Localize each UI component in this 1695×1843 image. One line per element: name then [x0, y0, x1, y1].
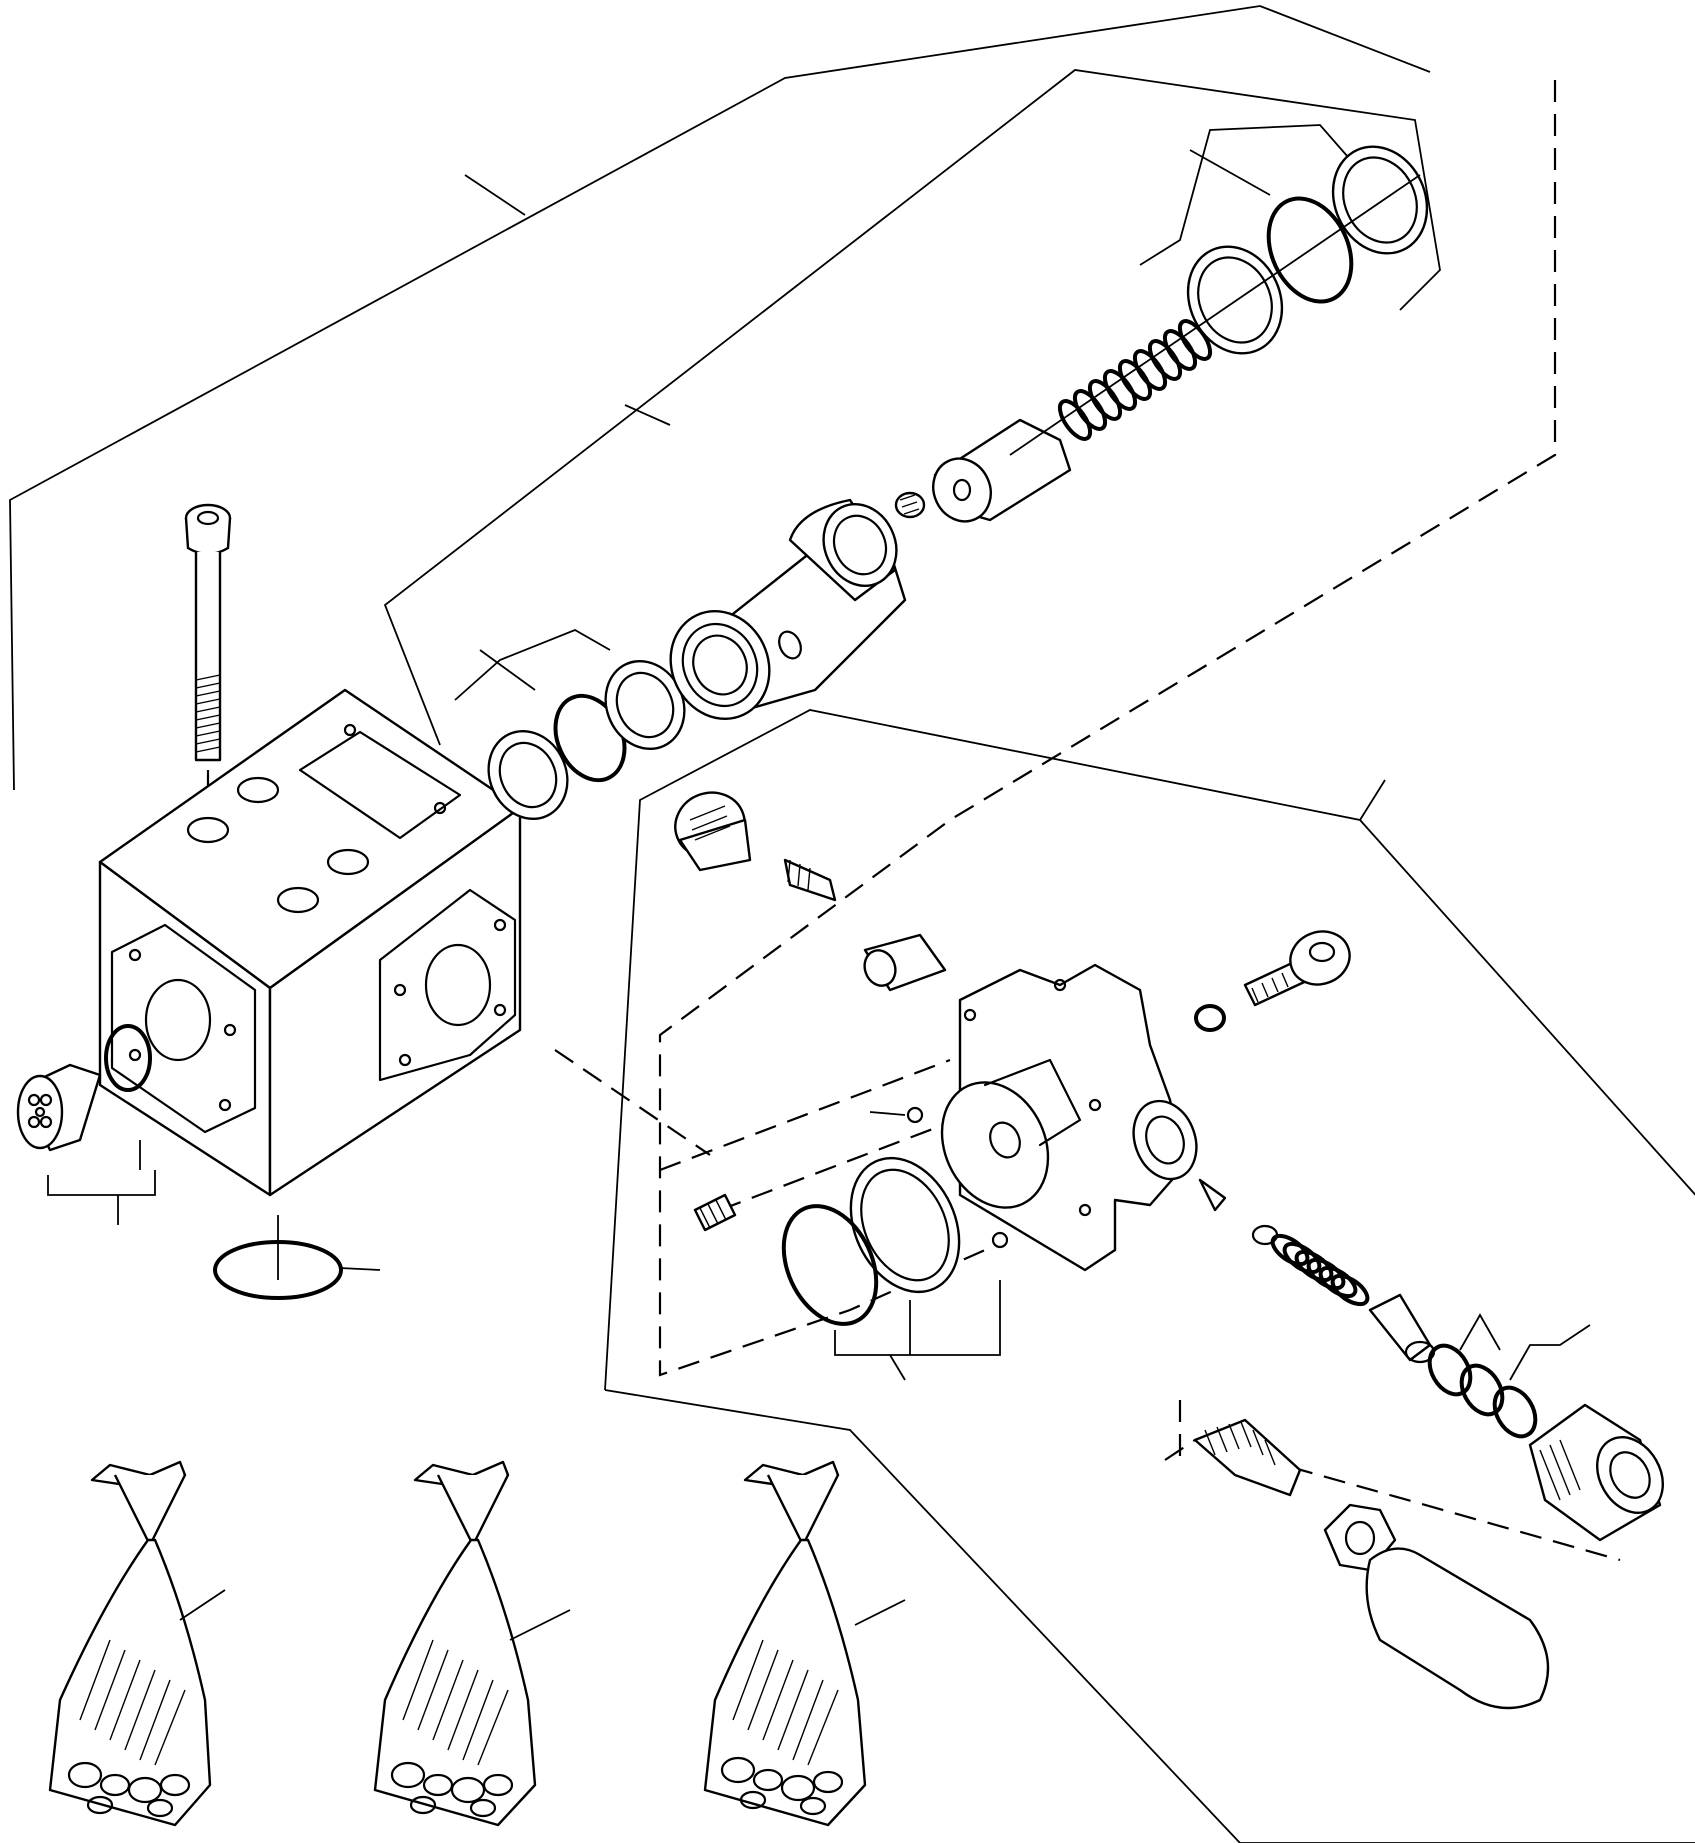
seal-kit-bracket-middle — [455, 630, 610, 700]
relief-housing-seals — [766, 1108, 1007, 1380]
grub-screw — [695, 1195, 735, 1230]
lower-spring — [1268, 1230, 1372, 1309]
relief-bushing — [860, 935, 945, 990]
seal-kit-bag-1 — [50, 1462, 225, 1825]
seal-kit-bracket-upper — [1140, 125, 1355, 265]
side-socket-screw — [1196, 923, 1357, 1030]
valve-assembly-bracket — [385, 70, 1440, 745]
cartridge-seal-rings — [475, 648, 699, 832]
cartridge-body — [653, 492, 909, 735]
adjuster-body — [1530, 1405, 1676, 1540]
poppet-needle — [1200, 1180, 1277, 1244]
protective-cap — [1367, 1549, 1548, 1708]
valve-body-block — [100, 690, 520, 1195]
upper-spring — [1054, 316, 1216, 444]
upper-seal-rings — [1010, 131, 1444, 455]
left-plug-assembly — [18, 1026, 155, 1225]
cartridge-group-bracket — [10, 6, 1430, 790]
seal-kit-bag-2 — [375, 1462, 570, 1825]
adjuster-seal-rings — [1421, 1315, 1590, 1444]
guide-pin — [1370, 1295, 1434, 1362]
relief-assembly-bracket — [605, 710, 1695, 1843]
bottom-o-ring — [215, 1215, 380, 1298]
seal-kit-bag-3 — [705, 1462, 905, 1825]
relief-screw — [785, 860, 835, 900]
adjusting-screw — [1195, 1420, 1300, 1495]
relief-seat — [922, 1060, 1080, 1225]
plunger — [923, 420, 1070, 531]
relief-plug — [666, 783, 754, 870]
long-socket-bolt — [186, 505, 230, 825]
small-nozzle — [896, 493, 924, 517]
